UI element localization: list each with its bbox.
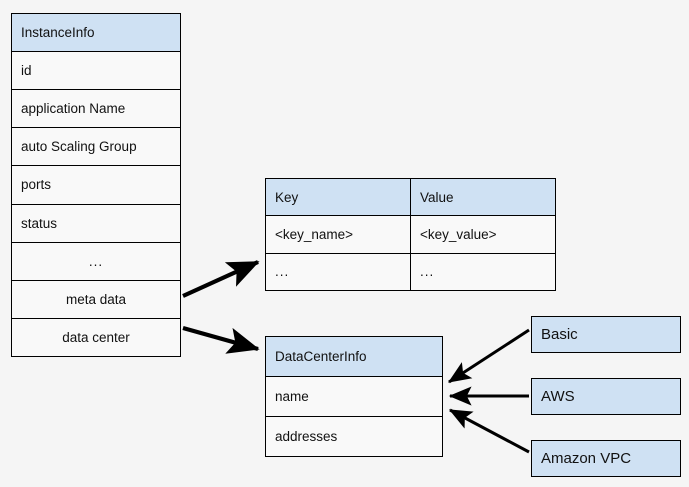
data-center-type-aws: AWS (531, 378, 681, 415)
instance-info-field-meta-data: meta data (12, 280, 180, 319)
instance-info-field-id: id (12, 52, 180, 91)
data-center-info-entity: DataCenterInfo name addresses (265, 336, 443, 457)
metadata-table-cell-key-value: <key_value> (411, 216, 555, 253)
instance-info-field-ports: ports (12, 166, 180, 205)
data-center-type-basic: Basic (531, 316, 681, 353)
metadata-table-column-key: Key (266, 179, 411, 216)
data-center-type-amazon-vpc: Amazon VPC (531, 440, 681, 477)
instance-info-field-auto-scaling-group: auto Scaling Group (12, 128, 180, 167)
metadata-table-cell-key-name: <key_name> (266, 216, 411, 253)
data-center-info-field-name: name (266, 377, 442, 417)
connector-meta-data (182, 260, 260, 298)
connector-data-center (182, 325, 260, 354)
instance-info-title: InstanceInfo (12, 14, 180, 53)
instance-info-field-ellipsis: ... (12, 242, 180, 281)
metadata-table-cell-value-ellipsis: ... (411, 253, 555, 290)
data-center-info-field-addresses: addresses (266, 417, 442, 456)
connector-basic (447, 328, 530, 384)
instance-info-field-application-name: application Name (12, 90, 180, 129)
metadata-table-header-row: Key Value (266, 179, 555, 217)
connector-amazon-vpc (448, 408, 530, 454)
instance-info-field-status: status (12, 204, 180, 243)
table-row: ... ... (266, 253, 555, 290)
data-center-info-title: DataCenterInfo (266, 337, 442, 377)
metadata-key-value-table: Key Value <key_name> <key_value> ... ... (265, 178, 556, 291)
metadata-table-cell-key-ellipsis: ... (266, 253, 411, 290)
table-row: <key_name> <key_value> (266, 216, 555, 254)
instance-info-field-data-center: data center (12, 318, 180, 356)
metadata-table-column-value: Value (411, 179, 555, 216)
instance-info-entity: InstanceInfo id application Name auto Sc… (11, 13, 181, 357)
